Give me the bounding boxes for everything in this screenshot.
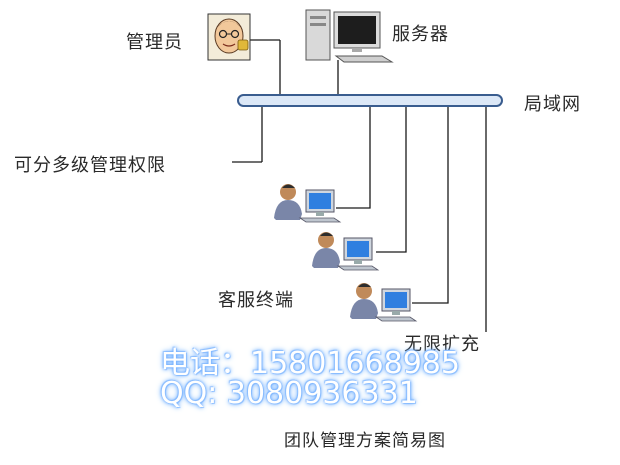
unlimited-expand-label: 无限扩充 (404, 334, 480, 355)
phone-watermark: 电话：15801668985 (160, 346, 460, 381)
client-user-icon (274, 184, 342, 223)
lan-label: 局域网 (524, 94, 581, 115)
client2-line (376, 106, 407, 253)
connector-lines (222, 39, 487, 332)
diagram-caption: 团队管理方案简易图 (284, 431, 446, 451)
qq-watermark: QQ: 3080936331 (160, 376, 418, 411)
client3-line (412, 106, 449, 304)
client-user-icon (350, 283, 418, 322)
admin-avatar-icon (207, 13, 251, 61)
permissions-label: 可分多级管理权限 (14, 155, 166, 176)
lan-bus (237, 94, 503, 107)
client-user-icon (312, 232, 380, 271)
server-computer-icon (305, 9, 394, 63)
client1-line (336, 106, 371, 209)
client-terminal-label: 客服终端 (218, 290, 294, 311)
server-label: 服务器 (392, 24, 449, 45)
admin-label: 管理员 (126, 32, 183, 53)
